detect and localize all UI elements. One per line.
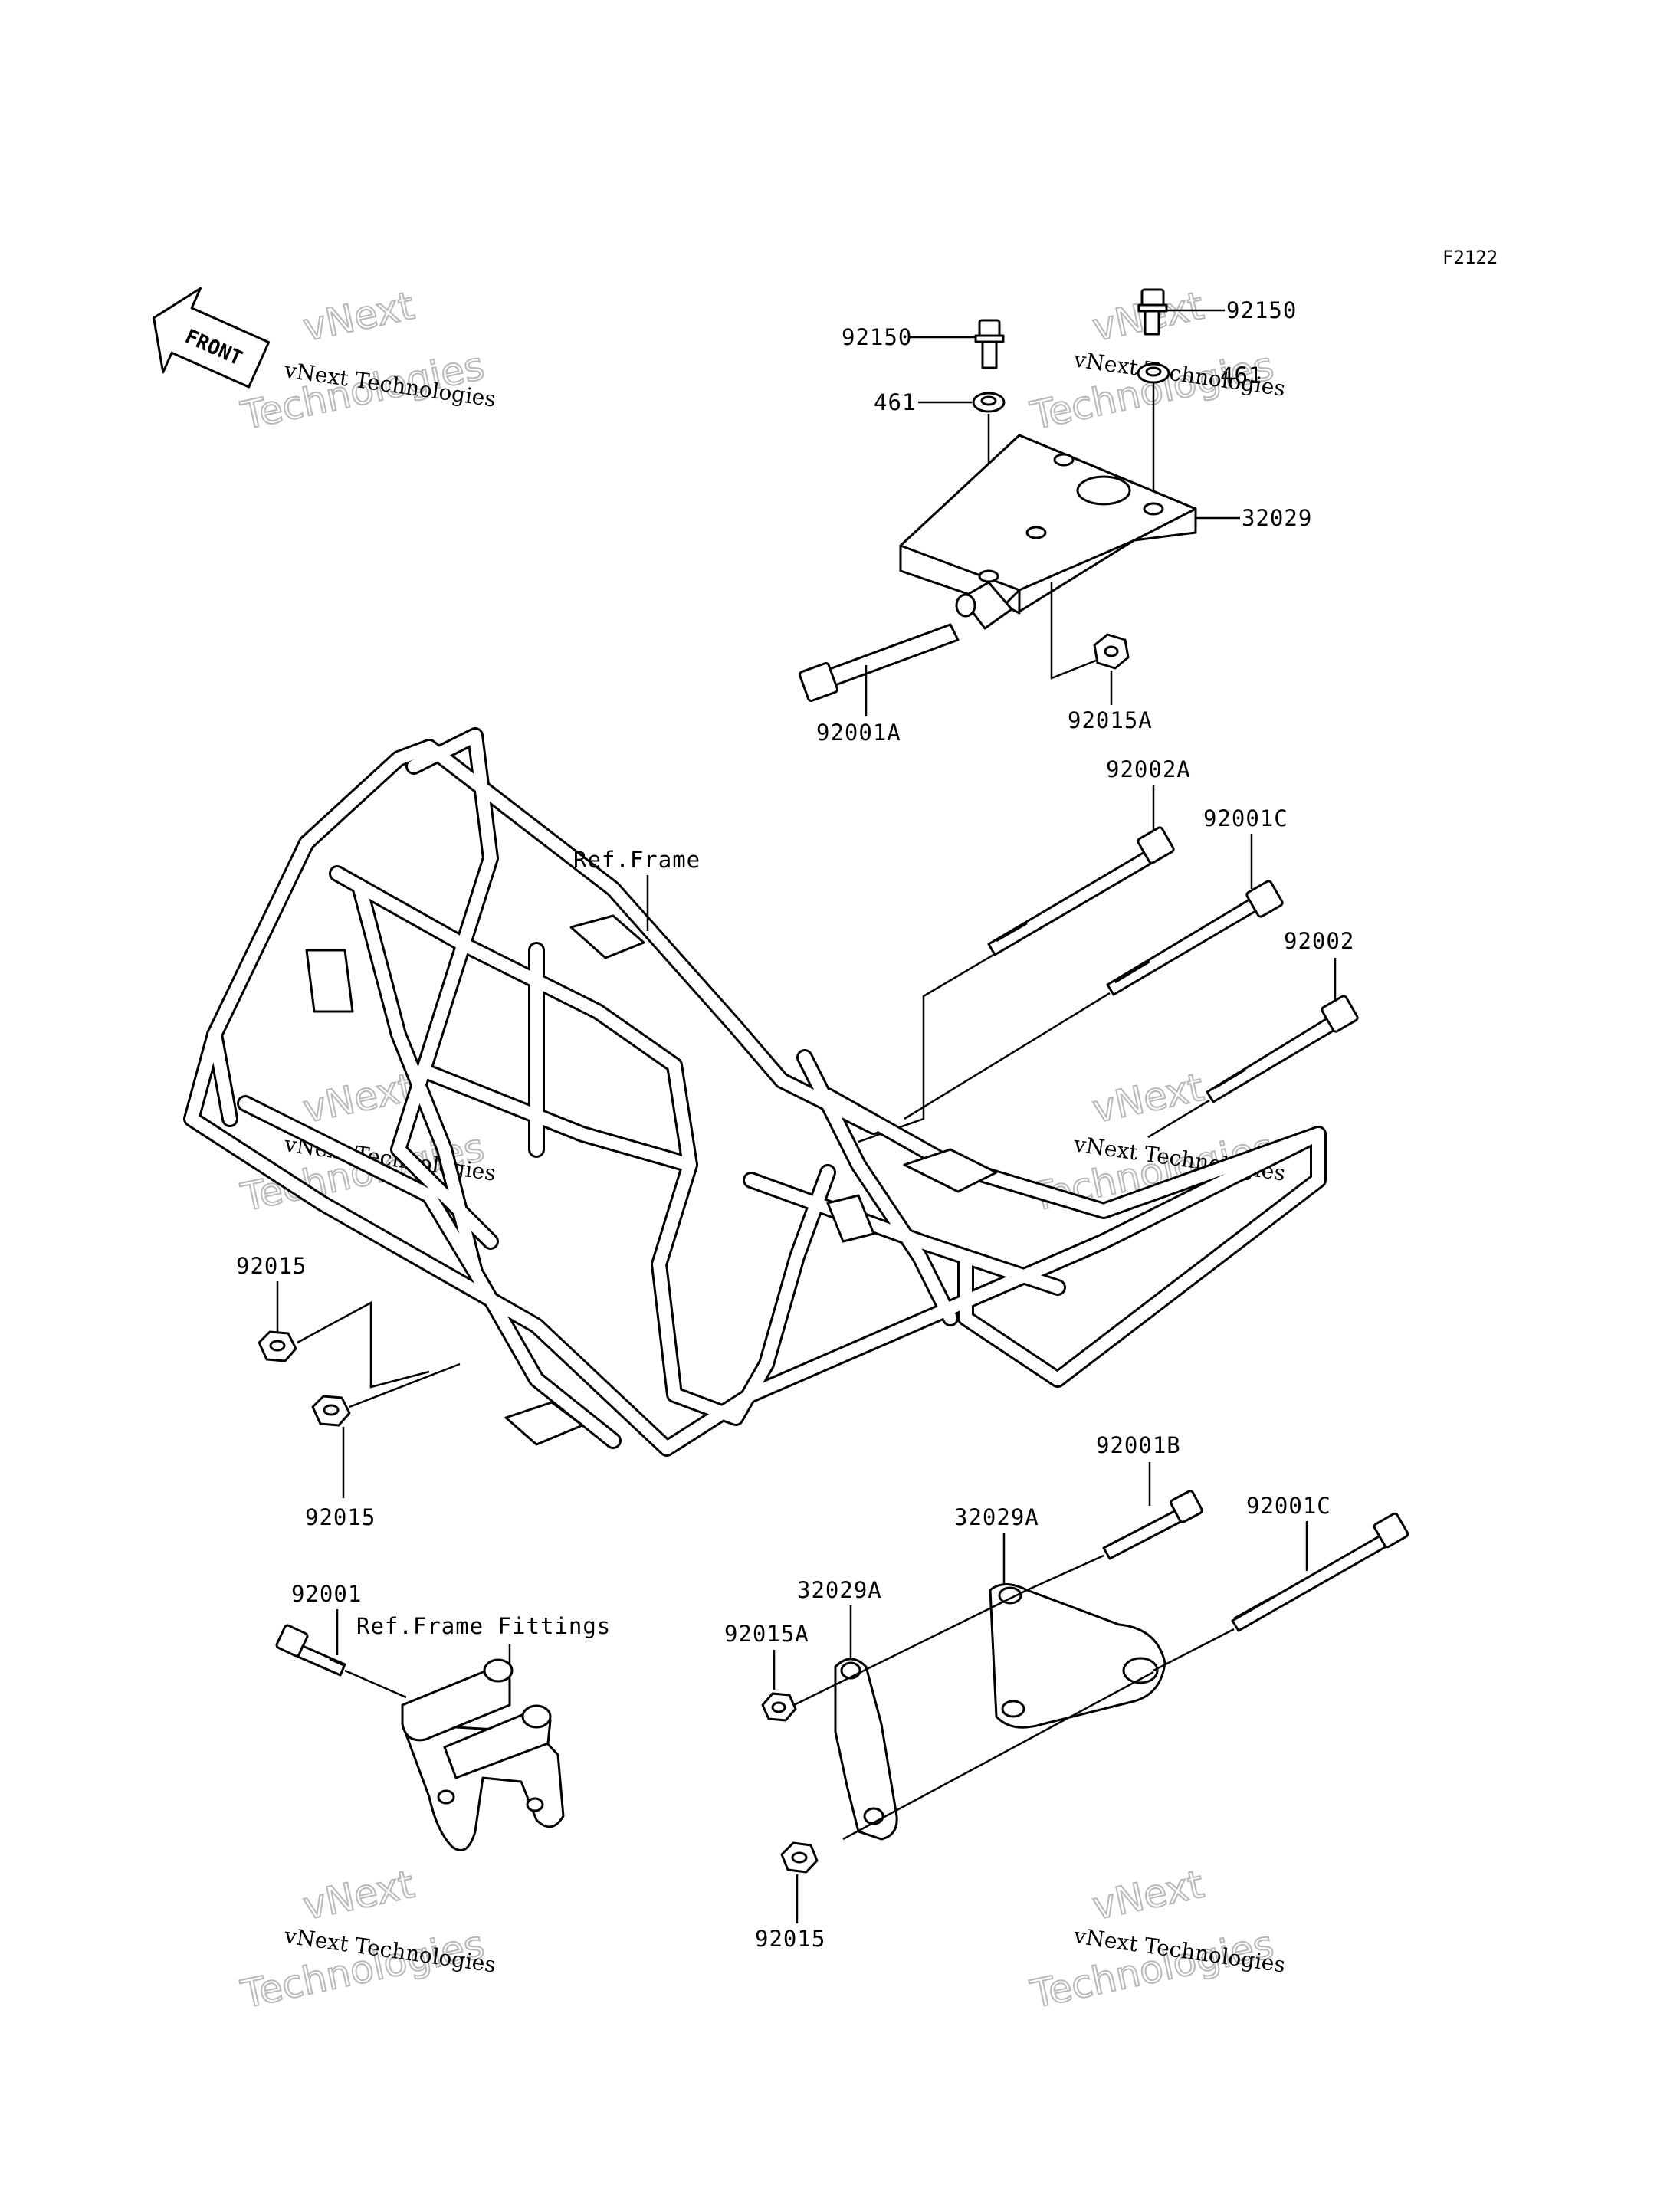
main-frame bbox=[183, 727, 1327, 1457]
label-92015-upper: 92015 bbox=[236, 1253, 307, 1279]
watermark-bottom-left: Technologies vNext vNext Technologies bbox=[236, 1861, 497, 2018]
label-92001B: 92001B bbox=[1096, 1432, 1181, 1458]
label-92015A-top: 92015A bbox=[1068, 707, 1153, 733]
bolt-92150-right bbox=[1137, 288, 1168, 336]
label-92150-left: 92150 bbox=[842, 324, 912, 350]
label-ref-frame-fittings: Ref.Frame Fittings bbox=[356, 1613, 611, 1639]
bolt-92001C-mid bbox=[1106, 880, 1284, 996]
bolt-92001B bbox=[1102, 1490, 1203, 1560]
bolt-92002 bbox=[1206, 995, 1359, 1103]
label-92002: 92002 bbox=[1284, 928, 1354, 954]
leader-92002A-axis bbox=[858, 953, 996, 1143]
washer-461-right bbox=[1137, 362, 1170, 384]
frame-fittings bbox=[401, 1658, 565, 1851]
label-32029: 32029 bbox=[1242, 505, 1312, 531]
svg-text:vNext: vNext bbox=[299, 1862, 418, 1929]
leader-nut-axis-top bbox=[1050, 582, 1097, 680]
nut-92015A-bottom bbox=[761, 1692, 797, 1722]
bracket-32029 bbox=[899, 434, 1197, 630]
svg-text:vNext: vNext bbox=[1088, 1862, 1207, 1929]
label-92015-bottom: 92015 bbox=[755, 1926, 825, 1952]
bracket-32029A-right bbox=[989, 1583, 1166, 1729]
label-92001C-bottom: 92001C bbox=[1246, 1493, 1331, 1519]
leader-92015-lower-axis bbox=[349, 1362, 461, 1408]
bolt-92001A bbox=[798, 623, 960, 703]
front-arrow-icon: FRONT bbox=[153, 287, 271, 389]
nut-92015-bottom bbox=[780, 1841, 819, 1874]
washer-461-left bbox=[972, 392, 1006, 413]
nut-92015-upper bbox=[258, 1330, 297, 1362]
nut-92015A-top bbox=[1093, 633, 1130, 670]
label-ref-frame: Ref.Frame bbox=[573, 847, 701, 873]
leader-92015-upper-axis bbox=[297, 1300, 430, 1389]
leader-92002-axis bbox=[1147, 1099, 1210, 1139]
bracket-32029A-left bbox=[834, 1658, 898, 1841]
label-92001: 92001 bbox=[291, 1581, 362, 1607]
leader-32029A-axis-2 bbox=[842, 1671, 1154, 1841]
leader-32029A-axis bbox=[789, 1589, 1028, 1709]
leader-92001C-bottom-axis bbox=[1153, 1628, 1235, 1672]
nut-92015-lower bbox=[311, 1395, 351, 1427]
figure-id: F2122 bbox=[1442, 247, 1498, 268]
watermark-bottom-right: Technologies vNext vNext Technologies bbox=[1025, 1861, 1287, 2018]
svg-text:vNext: vNext bbox=[1088, 1065, 1207, 1132]
label-92001A: 92001A bbox=[816, 720, 901, 746]
bolt-92150-left bbox=[974, 319, 1005, 369]
label-92015-lower: 92015 bbox=[305, 1504, 376, 1530]
label-92015A-bottom: 92015A bbox=[724, 1621, 809, 1647]
label-32029A-left: 32029A bbox=[797, 1577, 882, 1603]
leader-92001C-mid-axis bbox=[904, 992, 1111, 1120]
leader-92001-axis bbox=[344, 1669, 407, 1699]
label-32029A-right: 32029A bbox=[954, 1504, 1039, 1530]
bolt-92001C-bottom bbox=[1231, 1512, 1409, 1632]
label-461-right: 461 bbox=[1220, 362, 1262, 389]
label-461-left: 461 bbox=[874, 389, 916, 415]
leader-92001B-axis bbox=[1026, 1554, 1104, 1592]
label-92150-right: 92150 bbox=[1226, 297, 1297, 323]
bolt-92002A bbox=[987, 826, 1175, 956]
svg-text:vNext: vNext bbox=[299, 284, 418, 350]
watermark-top-left: Technologies vNext vNext Technologies bbox=[236, 283, 497, 439]
label-92001C-mid: 92001C bbox=[1203, 805, 1288, 831]
bolt-92001 bbox=[275, 1624, 346, 1677]
label-92002A: 92002A bbox=[1106, 756, 1191, 782]
